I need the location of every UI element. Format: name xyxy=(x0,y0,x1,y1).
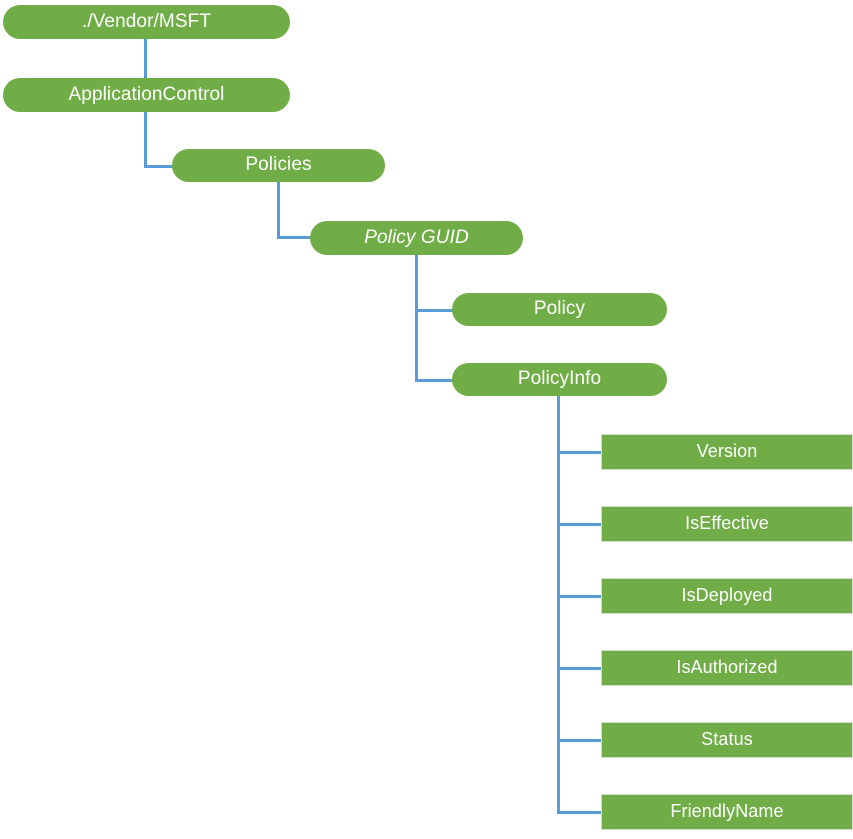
connector-policyinfo-to-friendlyname xyxy=(557,811,603,814)
node-policy-guid[interactable]: Policy GUID xyxy=(310,221,523,255)
node-friendlyname[interactable]: FriendlyName xyxy=(601,794,853,830)
node-isdeployed[interactable]: IsDeployed xyxy=(601,578,853,614)
node-vendor-msft[interactable]: ./Vendor/MSFT xyxy=(3,5,290,39)
connector-policyinfo-to-isdeployed xyxy=(557,595,603,598)
connector-applicationcontrol-to-policies-horizontal xyxy=(144,165,174,168)
node-status[interactable]: Status xyxy=(601,722,853,758)
connector-policyinfo-trunk xyxy=(557,396,560,811)
node-applicationcontrol[interactable]: ApplicationControl xyxy=(3,78,290,112)
connector-applicationcontrol-to-policies-vertical xyxy=(144,111,147,168)
node-isauthorized[interactable]: IsAuthorized xyxy=(601,650,853,686)
connector-policyguid-trunk xyxy=(415,255,418,381)
node-version[interactable]: Version xyxy=(601,434,853,470)
connector-policyguid-to-policyinfo xyxy=(415,379,455,382)
connector-policyinfo-to-iseffective xyxy=(557,523,603,526)
connector-vendor-to-applicationcontrol xyxy=(144,38,147,79)
connector-policyinfo-to-isauthorized xyxy=(557,667,603,670)
connector-policies-to-policyguid-vertical xyxy=(277,181,280,238)
node-policies[interactable]: Policies xyxy=(172,149,385,182)
node-iseffective[interactable]: IsEffective xyxy=(601,506,853,542)
node-policyinfo[interactable]: PolicyInfo xyxy=(452,363,667,396)
connector-policyguid-to-policy xyxy=(415,309,455,312)
connector-policyinfo-to-status xyxy=(557,739,603,742)
connector-policies-to-policyguid-horizontal xyxy=(277,236,312,239)
connector-policyinfo-to-version xyxy=(557,451,603,454)
node-policy[interactable]: Policy xyxy=(452,293,667,326)
